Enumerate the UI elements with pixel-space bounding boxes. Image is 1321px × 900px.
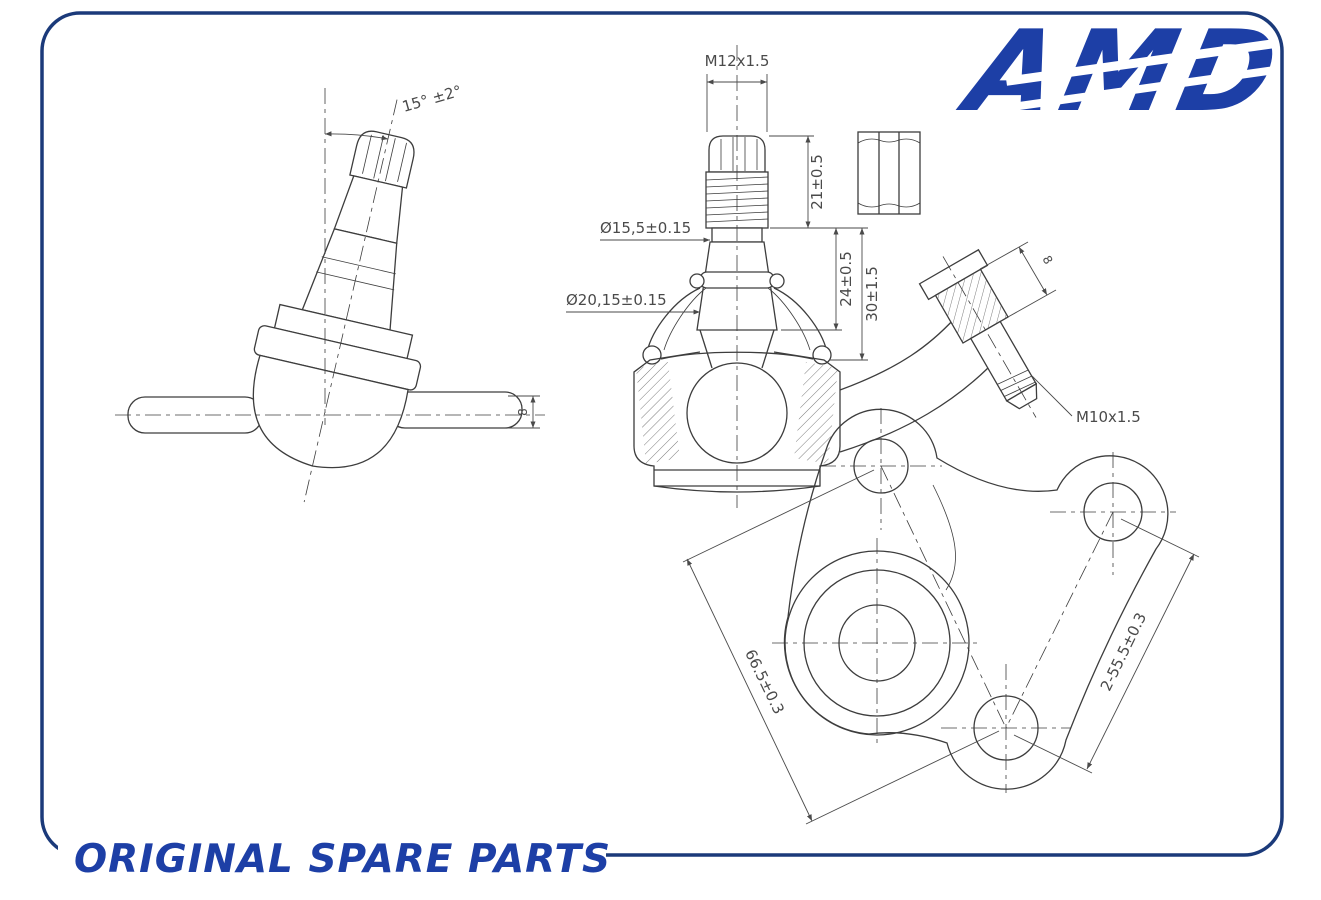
logo-stripe [1005, 39, 1275, 86]
stud-dia-label: Ø15,5±0.15 [600, 219, 691, 237]
dim-24: 24±0.5 [837, 251, 855, 307]
brand-logo: AMD [949, 6, 1294, 137]
border-frame [40, 11, 1284, 857]
bolt-thread-label: M10x1.5 [1076, 408, 1141, 426]
section-view-drawing: M12x1.5 Ø15,5±0.15 Ø20,15±0.15 21±0.5 24… [566, 45, 989, 508]
clamp-bolt-drawing: 8 M10x1.5 [918, 241, 1141, 426]
dim-21: 21±0.5 [808, 154, 826, 210]
nut-drawing [857, 131, 921, 215]
tagline-text: ORIGINAL SPARE PARTS [74, 837, 611, 882]
flange-dim-left: 66.5±0.3 [741, 646, 788, 717]
tagline-backing [58, 830, 606, 890]
left-view-end-dim: 8 [516, 408, 530, 416]
dim-30: 30±1.5 [863, 266, 881, 322]
brand-tagline: ORIGINAL SPARE PARTS [58, 830, 611, 890]
flange-dim-right: 2-55.5±0.3 [1097, 610, 1150, 694]
angle-label: 15° ±2° [400, 82, 464, 116]
thread-top-label: M12x1.5 [705, 52, 770, 70]
cone-dia-label: Ø20,15±0.15 [566, 291, 667, 309]
logo-stripe [1005, 66, 1275, 112]
bolt-dia-dim: 8 [1039, 253, 1055, 267]
left-view-drawing: 15° ±2° 8 [115, 82, 545, 503]
